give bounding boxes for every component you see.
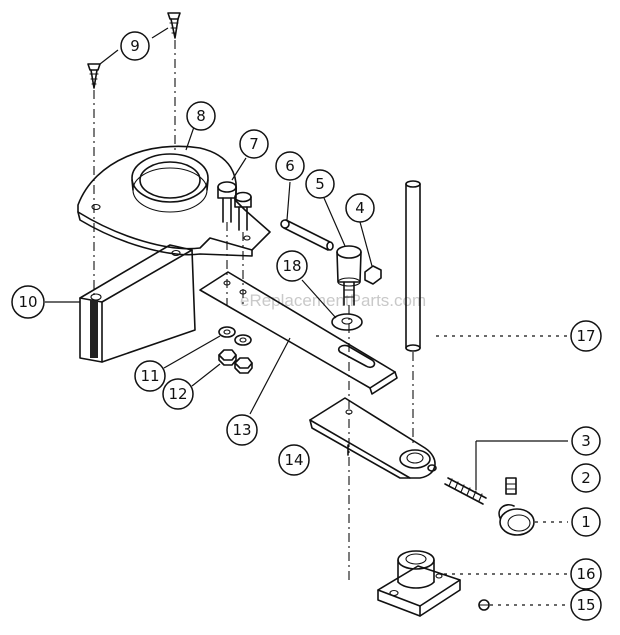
svg-text:13: 13 <box>232 421 251 439</box>
callout-4: 4 <box>345 193 375 223</box>
callout-17: 17 <box>570 320 602 352</box>
callout-5: 5 <box>305 169 335 199</box>
part-11-washers <box>218 326 252 346</box>
callout-9: 9 <box>120 31 150 61</box>
part-15-screw <box>478 599 490 611</box>
svg-text:12: 12 <box>168 385 187 403</box>
watermark: eReplacementParts.com <box>240 291 426 310</box>
part-7-bolts <box>217 181 252 231</box>
part-16-collar <box>377 550 461 617</box>
part-2-setscrew <box>505 477 517 495</box>
callout-15: 15 <box>570 589 602 621</box>
callout-6: 6 <box>275 151 305 181</box>
part-12-nuts <box>218 349 253 374</box>
svg-text:9: 9 <box>130 37 140 55</box>
callout-11: 11 <box>134 360 166 392</box>
svg-text:18: 18 <box>282 257 301 275</box>
leader-lines <box>45 27 568 606</box>
callout-13: 13 <box>226 414 258 446</box>
part-10-box <box>79 244 196 363</box>
svg-text:8: 8 <box>196 107 206 125</box>
svg-text:15: 15 <box>576 596 595 614</box>
callout-14: 14 <box>278 444 310 476</box>
svg-text:1: 1 <box>581 513 591 531</box>
callout-8: 8 <box>186 101 216 131</box>
part-1-knob <box>498 503 535 536</box>
part-5-post <box>336 245 362 306</box>
part-6-pin <box>280 219 334 251</box>
callout-1: 1 <box>571 507 601 537</box>
svg-text:4: 4 <box>355 199 365 217</box>
part-3-screw <box>444 477 487 505</box>
svg-text:10: 10 <box>18 293 37 311</box>
svg-text:7: 7 <box>249 135 259 153</box>
svg-text:3: 3 <box>581 432 591 450</box>
callout-10: 10 <box>11 285 45 319</box>
callout-18: 18 <box>276 250 308 282</box>
part-14-lower-arm <box>309 397 437 479</box>
callout-12: 12 <box>162 378 194 410</box>
part-17-column <box>405 180 421 352</box>
svg-text:2: 2 <box>581 469 591 487</box>
svg-text:6: 6 <box>285 157 295 175</box>
svg-text:5: 5 <box>315 175 325 193</box>
callout-7: 7 <box>239 129 269 159</box>
callout-2: 2 <box>571 463 601 493</box>
part-8-housing <box>77 145 271 257</box>
part-9-screws <box>87 12 181 89</box>
part-4-knob <box>364 265 382 285</box>
svg-text:11: 11 <box>140 367 159 385</box>
svg-text:16: 16 <box>576 565 595 583</box>
part-18-washer <box>331 313 363 331</box>
part-13-arm <box>199 271 398 395</box>
callout-3: 3 <box>571 426 601 456</box>
svg-text:14: 14 <box>284 451 303 469</box>
callout-16: 16 <box>570 558 602 590</box>
svg-text:17: 17 <box>576 327 595 345</box>
